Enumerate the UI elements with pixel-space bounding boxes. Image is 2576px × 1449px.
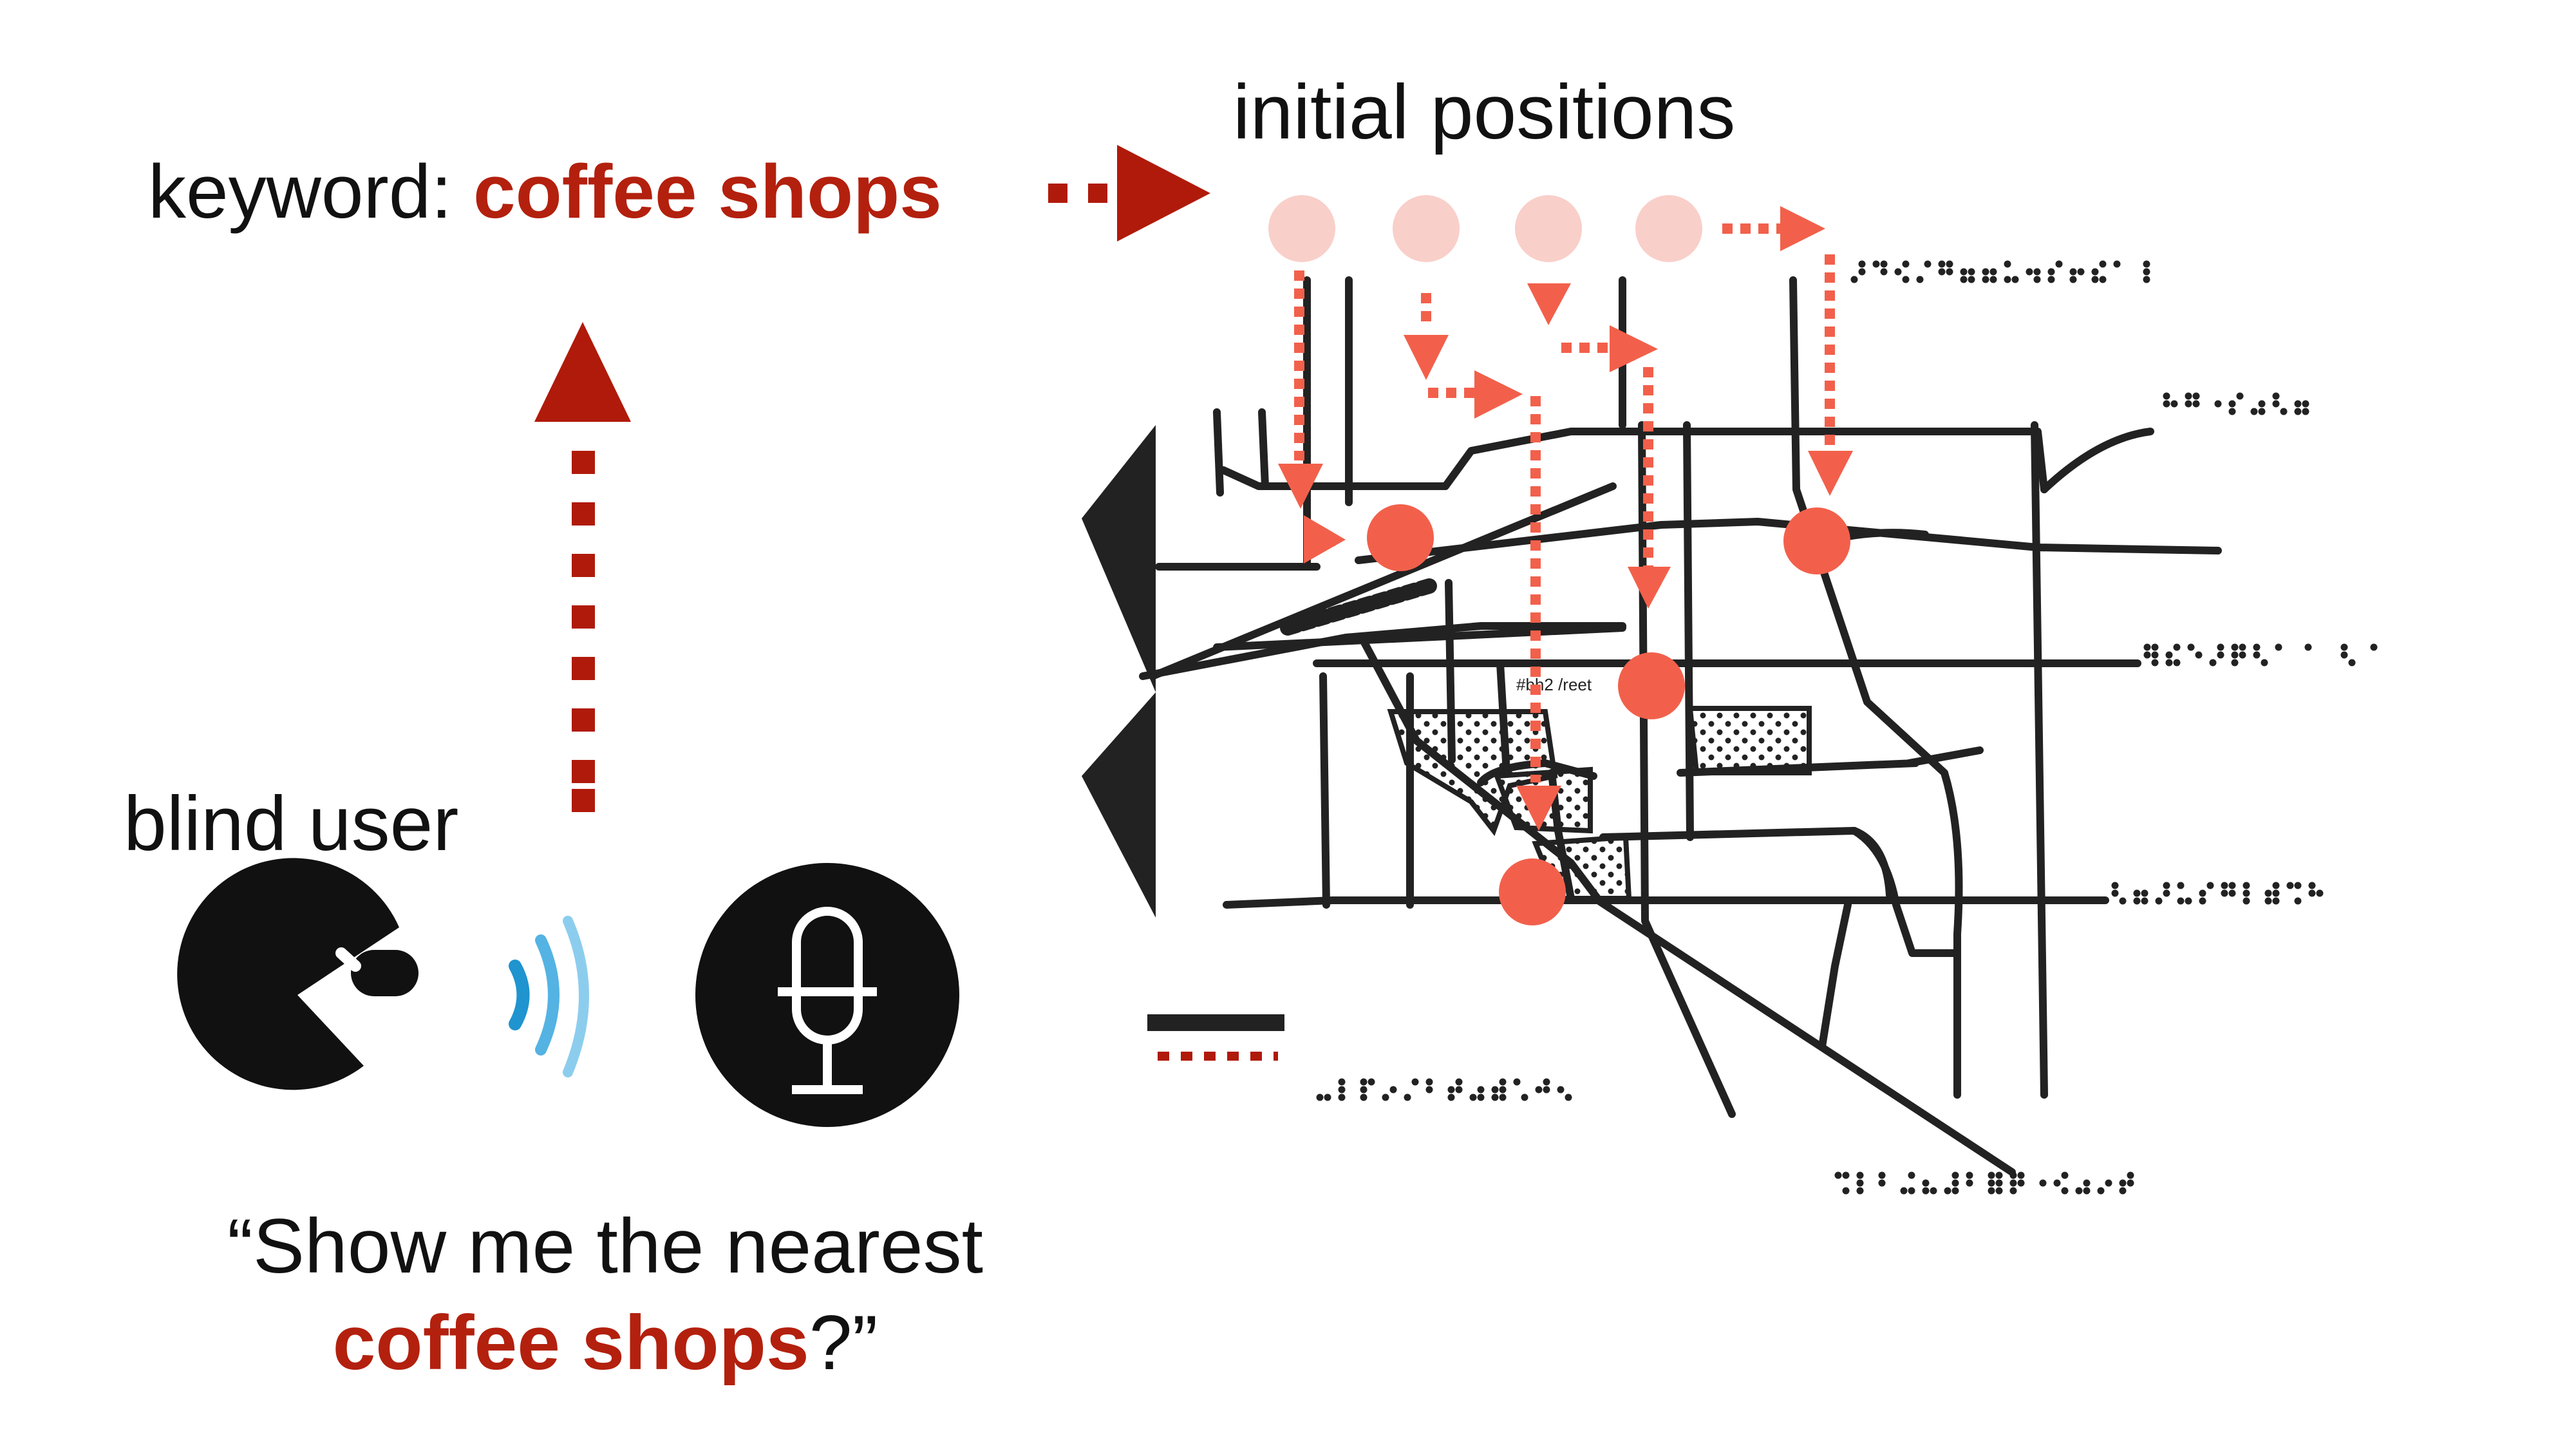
coffee-shop-marker bbox=[1499, 858, 1566, 925]
query-line-1: “Show me the nearest bbox=[227, 1203, 983, 1289]
keyword-prefix: keyword: bbox=[148, 149, 473, 234]
braille-label-4 bbox=[2111, 882, 2324, 905]
tactile-map bbox=[1082, 276, 2222, 1176]
coffee-shop-marker bbox=[1783, 507, 1850, 574]
braille-labels bbox=[1316, 260, 2378, 1195]
sound-waves-icon bbox=[509, 916, 589, 1077]
initial-position-markers bbox=[1268, 195, 1702, 262]
braille-label-6 bbox=[1834, 1171, 2134, 1195]
coffee-shop-marker bbox=[1367, 504, 1434, 571]
braille-label-3 bbox=[2143, 643, 2378, 667]
voice-query: “Show me the nearest coffee shops?” bbox=[84, 1198, 1127, 1391]
user-to-keyword-arrow bbox=[534, 322, 631, 812]
coffee-shop-marker bbox=[1618, 652, 1685, 719]
blind-user-label: blind user bbox=[124, 781, 459, 867]
microphone-icon bbox=[695, 863, 959, 1127]
braille-label-1 bbox=[1850, 260, 2150, 283]
speaking-head-icon bbox=[177, 858, 418, 1090]
initial-position-marker bbox=[1515, 195, 1582, 262]
keyword-term: coffee shops bbox=[473, 149, 942, 234]
braille-label-2 bbox=[2163, 392, 2309, 415]
keyword-to-map-arrow bbox=[1048, 145, 1210, 242]
street-label: #bh2 /reet bbox=[1516, 675, 1592, 694]
keyword-line: keyword: coffee shops bbox=[148, 148, 942, 236]
query-line-2: coffee shops?” bbox=[84, 1294, 1127, 1391]
initial-position-marker bbox=[1635, 195, 1702, 262]
query-suffix: ?” bbox=[809, 1300, 878, 1386]
scale-bar bbox=[1147, 1014, 1284, 1061]
query-term: coffee shops bbox=[332, 1300, 809, 1386]
final-position-markers bbox=[1367, 504, 1850, 925]
braille-label-5 bbox=[1316, 1078, 1572, 1101]
marker-arrowheads bbox=[1278, 206, 1853, 831]
initial-position-marker bbox=[1393, 195, 1460, 262]
initial-position-marker bbox=[1268, 195, 1335, 262]
initial-positions-label: initial positions bbox=[1233, 69, 1736, 155]
